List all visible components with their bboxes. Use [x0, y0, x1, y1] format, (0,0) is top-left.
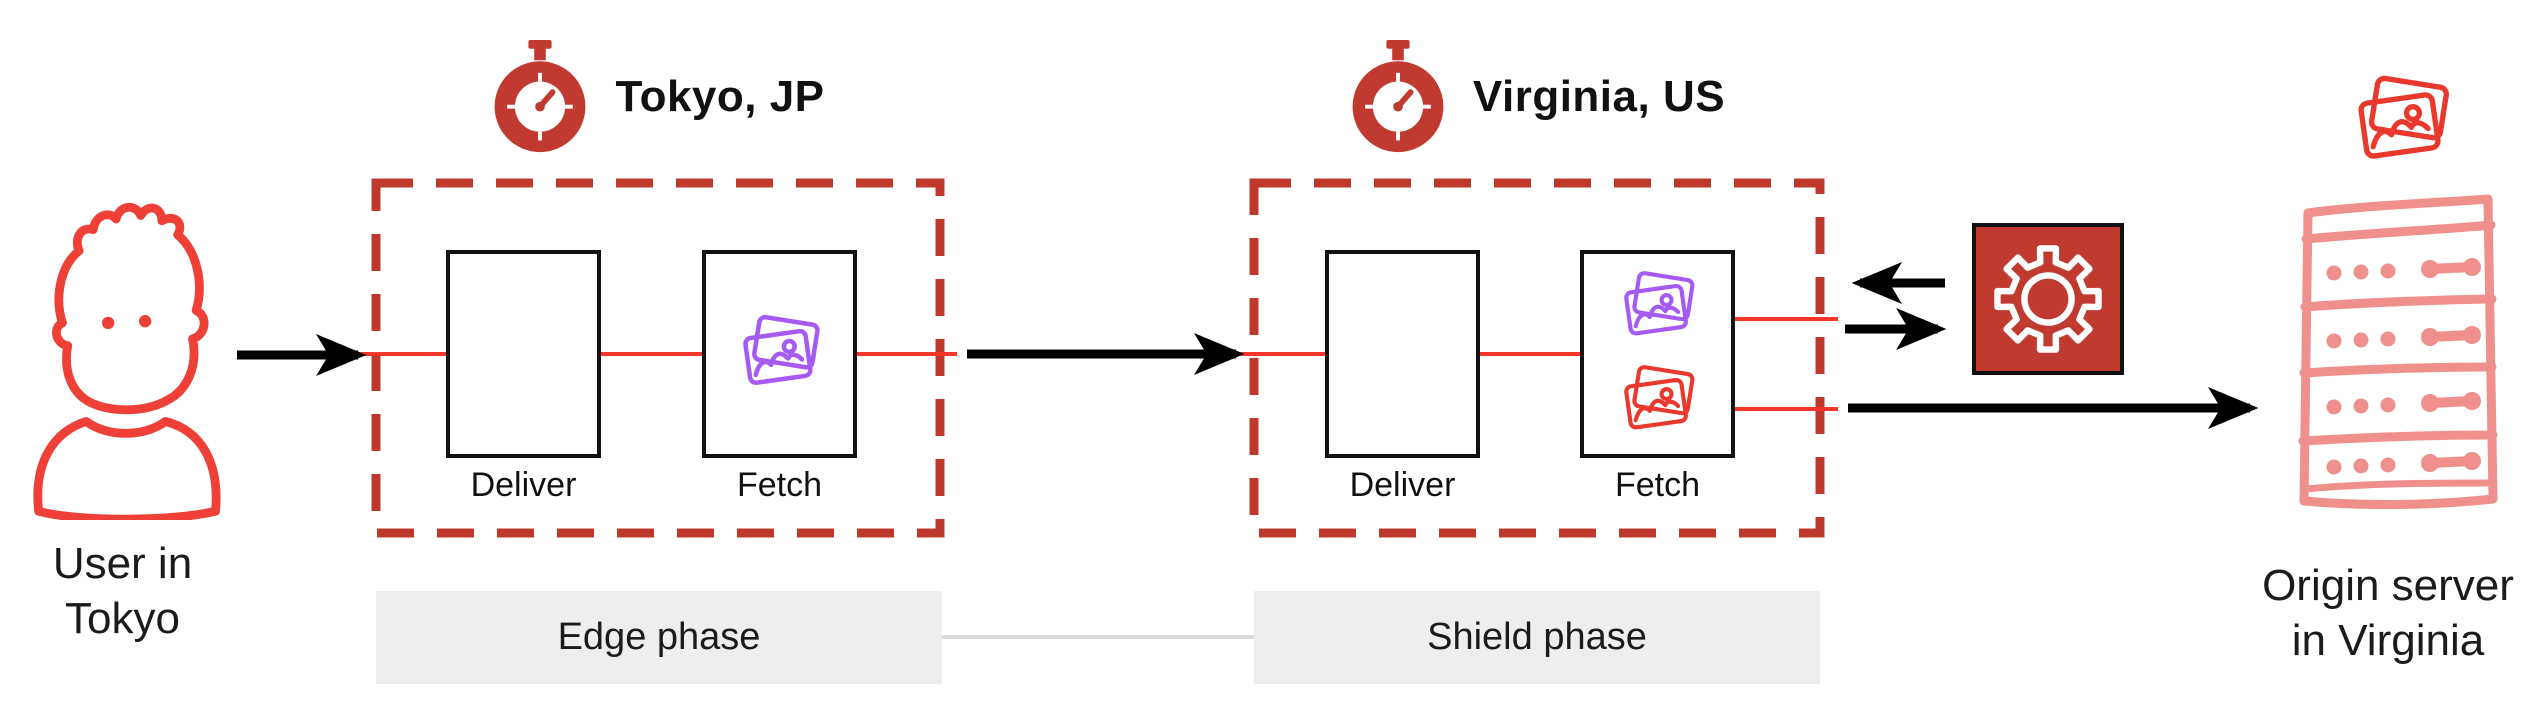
shield-phase-label: Shield phase: [1427, 616, 1647, 658]
edge-deliver-label: Deliver: [470, 466, 577, 504]
photo-stack-icon-red: [2338, 64, 2466, 180]
origin-label-line2: in Virginia: [2291, 616, 2485, 665]
stopwatch-icon: [1352, 40, 1444, 153]
shield-deliver-node: Deliver: [1325, 250, 1480, 505]
edge-fetch-label: Fetch: [736, 466, 823, 504]
edge-phase-dashed-border: [371, 178, 945, 538]
origin-label: Origin server in Virginia: [2248, 558, 2528, 668]
photo-stack-icon-red: [1613, 356, 1703, 446]
edge-region-header: Tokyo, JP: [376, 38, 940, 156]
image-processor-tile: [1972, 223, 2124, 375]
edge-fetch-node: Fetch: [702, 250, 857, 505]
edge-deliver-node: Deliver: [446, 250, 601, 505]
edge-phase-bar: Edge phase: [376, 591, 942, 684]
edge-phase-label: Edge phase: [557, 616, 761, 658]
edge-fetch-box: [702, 250, 857, 458]
shield-fetch-label: Fetch: [1614, 466, 1701, 504]
stopwatch-icon: [495, 40, 586, 153]
edge-region-title: Tokyo, JP: [615, 72, 825, 121]
user-label: User in Tokyo: [10, 536, 235, 646]
user-sketch-icon: [33, 202, 221, 520]
edge-deliver-box: [446, 250, 601, 458]
user-label-line1: User in: [52, 539, 193, 588]
shield-fetch-box: [1580, 250, 1735, 458]
server-rack-sketch-icon: [2298, 194, 2498, 510]
user-label-line2: Tokyo: [65, 594, 180, 643]
shield-fetch-node: Fetch: [1580, 250, 1735, 505]
shield-deliver-box: [1325, 250, 1480, 458]
photo-stack-icon-purple: [731, 305, 829, 403]
shield-phase-bar: Shield phase: [1254, 591, 1820, 684]
shield-phase-dashed-border: [1249, 178, 1825, 538]
photo-stack-icon-purple: [1613, 262, 1703, 352]
origin-label-line1: Origin server: [2262, 561, 2514, 610]
shield-deliver-label: Deliver: [1349, 466, 1456, 504]
shield-region-header: Virginia, US: [1254, 38, 1820, 156]
shield-region-title: Virginia, US: [1472, 72, 1726, 121]
gear-icon: [1994, 245, 2102, 353]
